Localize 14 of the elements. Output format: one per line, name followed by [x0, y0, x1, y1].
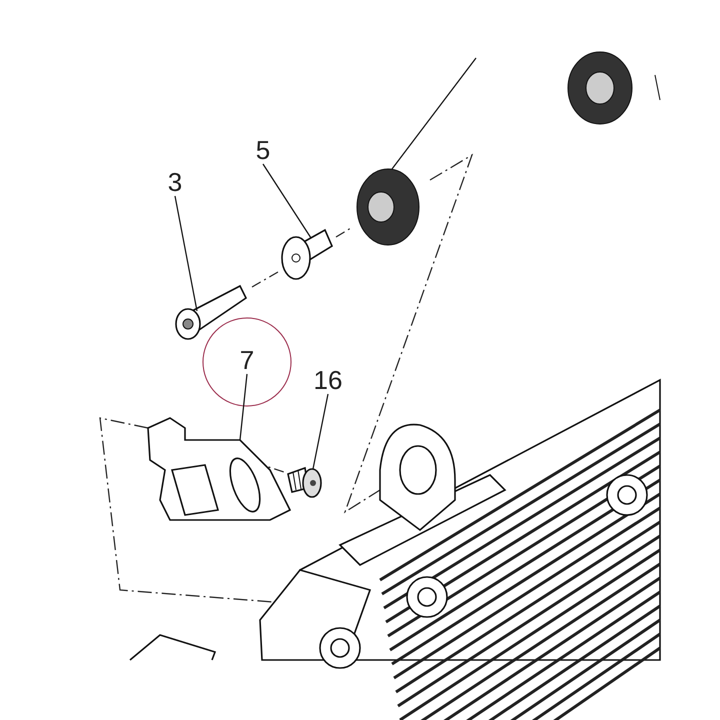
screw-drawing — [287, 466, 322, 498]
spacer-drawing — [281, 228, 334, 280]
bolt-drawing — [175, 284, 248, 340]
leader-line — [392, 58, 476, 170]
leader-line — [174, 196, 198, 312]
grommet-drawing — [356, 168, 420, 246]
leader-line — [239, 374, 248, 440]
callout-number: 5 — [248, 136, 278, 164]
leader-line — [312, 394, 329, 470]
bracket-drawing — [147, 417, 292, 521]
callout-number: 7 — [232, 346, 262, 374]
callout-number: 3 — [160, 168, 190, 196]
leader-line — [262, 164, 312, 238]
callout-number: 16 — [308, 366, 348, 394]
